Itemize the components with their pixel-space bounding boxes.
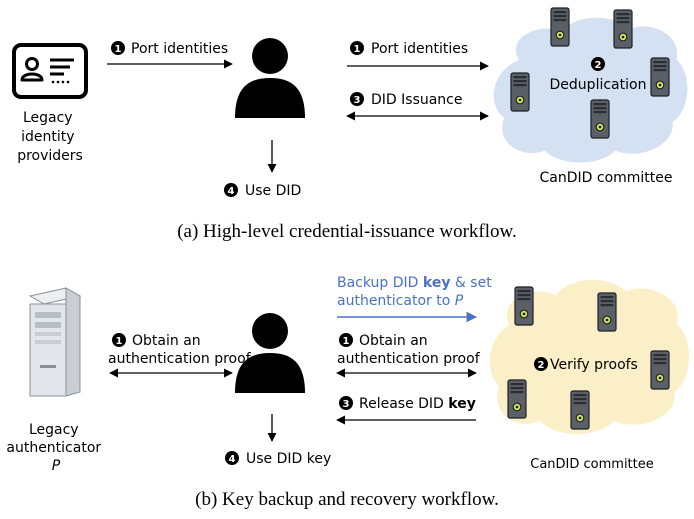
- svg-text:1: 1: [115, 44, 122, 55]
- svg-text:Release DID key: Release DID key: [359, 396, 476, 412]
- dedup-label: 2 Deduplication: [550, 57, 647, 93]
- svg-text:Obtain an: Obtain an: [132, 333, 201, 349]
- svg-text:Verify proofs: Verify proofs: [550, 357, 638, 373]
- legacy-authenticator-label: Legacy authenticator P: [6, 422, 105, 474]
- svg-text:Obtain an: Obtain an: [359, 333, 428, 349]
- committee-label-top: CanDID committee: [540, 170, 673, 186]
- caption-b: (b) Key backup and recovery workflow.: [195, 489, 499, 510]
- server-icon: [510, 72, 530, 112]
- server-icon: [590, 99, 610, 139]
- server-icon: [507, 379, 527, 419]
- legacy-providers-label: Legacy identity providers: [17, 110, 83, 164]
- svg-text:2: 2: [595, 60, 602, 71]
- caption-a: (a) High-level credential-issuance workf…: [177, 221, 517, 242]
- svg-text:4: 4: [228, 186, 235, 197]
- svg-text:DID Issuance: DID Issuance: [371, 92, 463, 108]
- verify-proofs-label: 2 Verify proofs: [534, 357, 638, 373]
- release-key-label: 3 Release DID key: [339, 396, 476, 412]
- server-icon: [514, 286, 534, 326]
- committee-label-bottom: CanDID committee: [530, 457, 654, 472]
- cloud-icon-bottom: [489, 280, 689, 434]
- svg-text:Port identities: Port identities: [131, 41, 228, 57]
- svg-text:authentication proof: authentication proof: [337, 351, 481, 367]
- obtain-proof-left-label: 1 Obtain an authentication proof: [108, 333, 252, 367]
- server-icon: [650, 350, 670, 390]
- server-icon: [550, 7, 570, 47]
- server-icon: [613, 9, 633, 49]
- obtain-proof-right-label: 1 Obtain an authentication proof: [337, 333, 481, 367]
- server-icon: [650, 57, 670, 97]
- step1-right-label: 1 Port identities: [350, 41, 468, 57]
- svg-text:Backup DID key & set: Backup DID key & set: [337, 275, 492, 291]
- server-icon: [597, 292, 617, 332]
- svg-text:authentication proof: authentication proof: [108, 351, 252, 367]
- svg-text:3: 3: [343, 399, 350, 410]
- use-did-key-label: 4 Use DID key: [225, 451, 331, 467]
- svg-text:Deduplication: Deduplication: [550, 77, 647, 93]
- svg-text:authenticator to P: authenticator to P: [337, 293, 464, 309]
- backup-key-label: Backup DID key & set authenticator to P: [337, 275, 492, 309]
- svg-text:2: 2: [538, 360, 545, 371]
- svg-text:4: 4: [229, 454, 236, 465]
- step3-label: 3 DID Issuance: [350, 92, 463, 108]
- server-icon: [570, 390, 590, 430]
- svg-text:Use DID: Use DID: [245, 183, 301, 199]
- step1-left-label: 1 Port identities: [111, 41, 228, 57]
- cloud-icon-top: [493, 17, 688, 163]
- server-tower-icon: [28, 287, 82, 397]
- svg-text:Port identities: Port identities: [371, 41, 468, 57]
- svg-text:1: 1: [343, 336, 350, 347]
- svg-text:1: 1: [116, 336, 123, 347]
- id-card-icon: [12, 43, 88, 99]
- svg-text:3: 3: [354, 95, 361, 106]
- svg-text:Use DID key: Use DID key: [246, 451, 331, 467]
- svg-text:1: 1: [354, 44, 361, 55]
- user-icon: [235, 38, 305, 118]
- step4-label: 4 Use DID: [224, 183, 301, 199]
